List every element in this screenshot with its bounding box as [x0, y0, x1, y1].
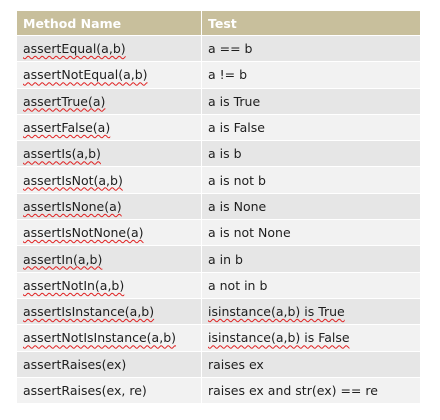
test-text: a in b: [208, 251, 243, 267]
method-name: assertIsNot(a,b): [23, 172, 123, 188]
table-row: assertNotIsInstance(a,b) isinstance(a,b)…: [16, 324, 421, 352]
test-text: a is False: [208, 120, 265, 136]
method-name: assertIn(a,b): [23, 251, 103, 267]
method-cell: assertIn(a,b): [16, 245, 202, 273]
test-cell: a is True: [201, 87, 421, 115]
table-row: assertNotIn(a,b) a not in b: [16, 271, 421, 299]
test-text: a is True: [208, 93, 261, 109]
test-cell: a == b: [201, 34, 421, 63]
test-cell: a is not None: [201, 219, 421, 247]
test-cell: a is False: [201, 113, 421, 142]
method-name: assertIs(a,b): [23, 146, 101, 162]
method-name: assertNotEqual(a,b): [23, 67, 148, 83]
test-cell: a is b: [201, 140, 421, 168]
test-text: a is None: [208, 198, 267, 214]
method-name: assertIsNone(a): [23, 198, 122, 214]
test-text: a is not b: [208, 172, 266, 188]
method-name: assertIsInstance(a,b): [23, 304, 155, 320]
table-row: assertIsNot(a,b) a is not b: [16, 166, 421, 194]
table-row: assertTrue(a) a is True: [16, 87, 421, 115]
table-row: assertIn(a,b) a in b: [16, 245, 421, 273]
method-cell: assertIs(a,b): [16, 140, 202, 168]
header-method-name: Method Name: [16, 10, 202, 36]
method-name: assertRaises(ex): [23, 356, 127, 372]
method-cell: assertRaises(ex, re): [16, 376, 202, 405]
method-name: assertIsNotNone(a): [23, 225, 144, 241]
table-row: assertRaises(ex, re) raises ex and str(e…: [16, 376, 421, 405]
method-cell: assertIsNot(a,b): [16, 166, 202, 194]
table-row: assertNotEqual(a,b) a != b: [16, 61, 421, 89]
test-cell: isinstance(a,b) is True: [201, 297, 421, 326]
test-text: a is not None: [208, 225, 291, 241]
method-cell: assertIsInstance(a,b): [16, 297, 202, 326]
test-cell: a is None: [201, 192, 421, 221]
table-row: assertFalse(a) a is False: [16, 113, 421, 142]
method-cell: assertIsNotNone(a): [16, 219, 202, 247]
method-cell: assertNotIsInstance(a,b): [16, 324, 202, 352]
test-text: a is b: [208, 146, 242, 162]
test-cell: raises ex: [201, 350, 421, 378]
test-cell: raises ex and str(ex) == re: [201, 376, 421, 405]
method-cell: assertTrue(a): [16, 87, 202, 115]
table-row: assertIsNotNone(a) a is not None: [16, 219, 421, 247]
table-row: assertIsInstance(a,b) isinstance(a,b) is…: [16, 297, 421, 326]
method-cell: assertNotEqual(a,b): [16, 61, 202, 89]
header-row: Method Name Test: [16, 10, 421, 36]
test-text: raises ex: [208, 356, 264, 372]
method-cell: assertNotIn(a,b): [16, 271, 202, 299]
test-cell: a in b: [201, 245, 421, 273]
method-name: assertRaises(ex, re): [23, 383, 147, 398]
method-name: assertNotIsInstance(a,b): [23, 330, 177, 346]
test-cell: a not in b: [201, 271, 421, 299]
method-cell: assertEqual(a,b): [16, 34, 202, 63]
test-text: raises ex and str(ex) == re: [208, 383, 378, 398]
assert-methods-table-container: Method Name Test assertEqual(a,b) a == b…: [16, 10, 421, 405]
test-text: isinstance(a,b) is True: [208, 304, 345, 320]
table-row: assertIs(a,b) a is b: [16, 140, 421, 168]
test-cell: a != b: [201, 61, 421, 89]
table-row: assertRaises(ex) raises ex: [16, 350, 421, 378]
table-header: Method Name Test: [16, 10, 421, 36]
method-name: assertFalse(a): [23, 120, 111, 136]
method-name: assertEqual(a,b): [23, 41, 126, 57]
test-cell: isinstance(a,b) is False: [201, 324, 421, 352]
test-text: a != b: [208, 67, 248, 83]
test-text: a not in b: [208, 277, 268, 293]
method-name: assertTrue(a): [23, 93, 106, 109]
table-row: assertEqual(a,b) a == b: [16, 34, 421, 63]
method-cell: assertIsNone(a): [16, 192, 202, 221]
method-cell: assertFalse(a): [16, 113, 202, 142]
test-text: a == b: [208, 41, 253, 57]
method-name: assertNotIn(a,b): [23, 277, 125, 293]
table-row: assertIsNone(a) a is None: [16, 192, 421, 221]
table-body: assertEqual(a,b) a == b assertNotEqual(a…: [16, 34, 421, 405]
test-cell: a is not b: [201, 166, 421, 194]
assert-methods-table: Method Name Test assertEqual(a,b) a == b…: [16, 10, 421, 405]
header-test: Test: [201, 10, 421, 36]
test-text: isinstance(a,b) is False: [208, 330, 350, 346]
method-cell: assertRaises(ex): [16, 350, 202, 378]
